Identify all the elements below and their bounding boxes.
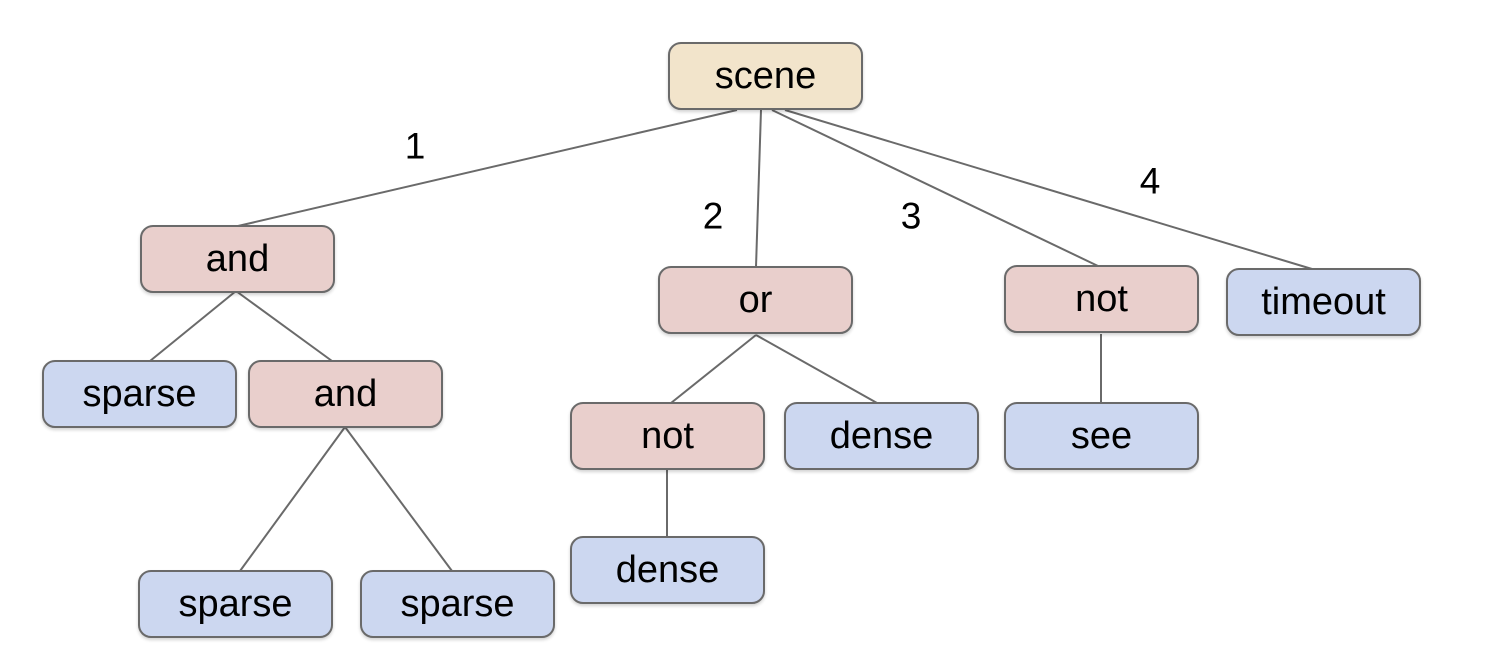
tree-node-dense-2: dense xyxy=(570,536,765,604)
edge-label-3: 3 xyxy=(900,195,922,237)
tree-node-and-1: and xyxy=(140,225,335,293)
edge-scene-or xyxy=(755,109,762,268)
edge-and-and xyxy=(235,290,333,362)
tree-node-sparse-3: sparse xyxy=(360,570,555,638)
edge-scene-not xyxy=(771,109,1099,267)
edge-or-not xyxy=(670,334,757,404)
tree-node-not-mid: not xyxy=(570,402,765,470)
tree-node-see: see xyxy=(1004,402,1199,470)
edge-label-1: 1 xyxy=(404,125,426,167)
edge-scene-timeout xyxy=(784,109,1313,270)
tree-node-sparse-1: sparse xyxy=(42,360,237,428)
edge-or-dense xyxy=(755,334,878,404)
tree-node-and-2: and xyxy=(248,360,443,428)
tree-node-scene: scene xyxy=(668,42,863,110)
tree-node-or: or xyxy=(658,266,853,334)
tree-node-dense-1: dense xyxy=(784,402,979,470)
tree-node-not-top: not xyxy=(1004,265,1199,333)
tree-node-sparse-2: sparse xyxy=(138,570,333,638)
edge-label-2: 2 xyxy=(702,195,724,237)
tree-node-timeout: timeout xyxy=(1226,268,1421,336)
edge-and2-sparse xyxy=(239,426,346,572)
edge-and2-sparse2 xyxy=(344,426,453,572)
edge-scene-and xyxy=(237,109,738,227)
edge-label-4: 4 xyxy=(1139,160,1161,202)
edge-and-sparse xyxy=(149,290,237,362)
